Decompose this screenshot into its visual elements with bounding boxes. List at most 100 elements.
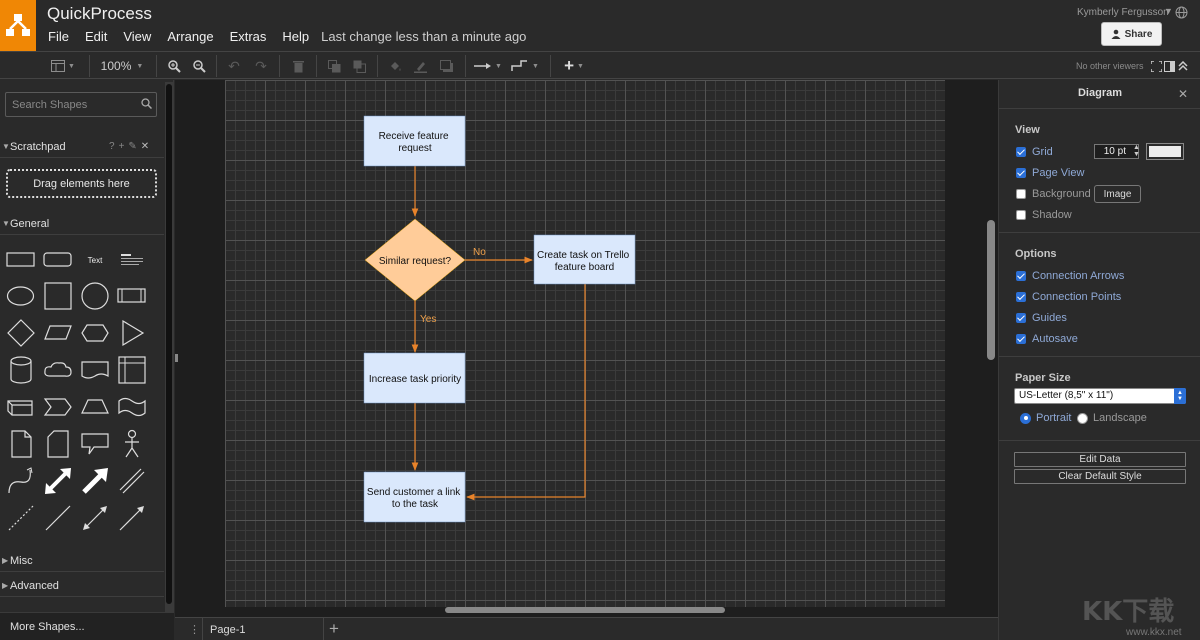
callout-shape[interactable] [78,429,112,459]
square-shape[interactable] [41,281,75,311]
menu-extras[interactable]: Extras [229,29,267,44]
card-shape[interactable] [41,429,75,459]
link-shape[interactable] [115,466,149,496]
sidebar-scroll-thumb[interactable] [166,84,172,604]
grid-size-input[interactable]: 10 pt [1094,144,1139,159]
misc-header[interactable]: ▶ Misc [0,550,164,572]
canvas-horizontal-scrollbar[interactable] [445,607,725,613]
text-shape[interactable]: Text [87,255,103,265]
globe-icon[interactable] [1175,6,1188,19]
autosave-checkbox[interactable]: Autosave [1016,333,1078,345]
menu-view[interactable]: View [123,29,152,44]
connection-icon[interactable]: ▼ [473,57,503,75]
last-change-status[interactable]: Last change less than a minute ago [321,29,527,44]
zoom-dropdown[interactable]: 100% ▼ [100,59,144,73]
scratchpad-drop-zone[interactable]: Drag elements here [6,169,157,198]
node-receive-feature-request[interactable]: Receive feature request [363,115,466,167]
zoom-out-icon[interactable] [191,57,207,75]
edge-label-no[interactable]: No [473,247,486,258]
help-icon[interactable]: ? [109,141,115,152]
menu-help[interactable]: Help [282,29,310,44]
background-checkbox[interactable]: Background [1016,188,1091,200]
fill-color-icon[interactable] [387,57,403,75]
search-shapes-input[interactable] [5,92,157,117]
document-shape[interactable] [78,355,112,385]
bidirectional-connector-shape[interactable] [78,503,112,533]
edge-label-yes[interactable]: Yes [420,314,436,325]
sidebar-scrollbar[interactable] [165,82,173,612]
close-icon[interactable]: ✕ [140,141,150,152]
connection-arrows-checkbox[interactable]: Connection Arrows [1016,270,1124,282]
textbox-shape[interactable] [115,245,149,275]
arrow-shape[interactable] [78,466,112,496]
menu-edit[interactable]: Edit [84,29,108,44]
tab-page-1[interactable]: Page-1 [202,618,324,640]
chevron-down-icon[interactable]: ▼ [1164,6,1173,16]
connection-points-checkbox[interactable]: Connection Points [1016,291,1121,303]
document-title[interactable]: QuickProcess [47,4,152,23]
diagram-canvas[interactable]: No Yes Receive feature request Similar r… [175,80,998,617]
cube-shape[interactable] [4,392,38,422]
waypoints-icon[interactable]: ▼ [510,57,540,75]
tape-shape[interactable] [115,392,149,422]
actor-shape[interactable] [115,429,149,459]
node-send-customer-link[interactable]: Send customer a link to the task [363,471,466,523]
process-shape[interactable] [115,281,149,311]
node-increase-task-priority[interactable]: Increase task priority [363,352,466,404]
cloud-shape[interactable] [41,355,75,385]
share-button[interactable]: Share [1101,22,1162,46]
directional-connector-shape[interactable] [115,503,149,533]
node-similar-request-decision[interactable]: Similar request? [364,218,466,302]
hexagon-shape[interactable] [78,318,112,348]
user-name[interactable]: Kymberly Fergusson [1077,7,1169,18]
grid-checkbox[interactable]: Grid [1016,146,1053,158]
rounded-rectangle-shape[interactable] [41,245,75,275]
step-shape[interactable] [41,392,75,422]
dashed-line-shape[interactable] [4,503,38,533]
circle-shape[interactable] [78,281,112,311]
guides-checkbox[interactable]: Guides [1016,312,1067,324]
background-image-button[interactable]: Image [1094,185,1141,203]
grid-size-stepper[interactable]: ▲▼ [1133,144,1140,158]
grid-color-picker[interactable] [1146,143,1184,160]
to-back-icon[interactable] [351,57,367,75]
menu-file[interactable]: File [48,29,69,44]
add-page-button[interactable]: + [329,619,339,638]
rectangle-shape[interactable] [4,245,38,275]
landscape-radio[interactable]: Landscape [1077,412,1147,424]
edge-n3-n5[interactable] [466,284,586,501]
zoom-in-icon[interactable] [166,57,182,75]
portrait-radio[interactable]: Portrait [1020,412,1071,424]
internal-storage-shape[interactable] [115,355,149,385]
insert-icon[interactable]: +▼ [564,56,584,75]
page-view-checkbox[interactable]: Page View [1016,167,1084,179]
shadow-icon[interactable] [438,57,454,75]
bidirectional-arrow-shape[interactable] [41,466,75,496]
line-color-icon[interactable] [412,57,428,75]
cylinder-shape[interactable] [4,355,38,385]
delete-icon[interactable] [290,57,306,75]
scratchpad-header[interactable]: ▼ Scratchpad [0,136,164,158]
clear-default-style-button[interactable]: Clear Default Style [1014,469,1186,484]
advanced-header[interactable]: ▶ Advanced [0,575,164,597]
general-header[interactable]: ▼ General [0,213,164,235]
shadow-checkbox[interactable]: Shadow [1016,209,1072,221]
ellipse-shape[interactable] [4,281,38,311]
collapse-icon[interactable] [1177,57,1189,75]
paper-size-select[interactable]: US-Letter (8,5" x 11") ▲▼ [1014,388,1186,404]
to-front-icon[interactable] [326,57,342,75]
fullscreen-icon[interactable] [1150,57,1162,75]
node-create-trello-task[interactable]: Create task on Trello feature board [533,234,636,285]
search-icon[interactable] [141,98,152,109]
page-menu-icon[interactable]: ⋮ [189,624,200,636]
format-toggle-icon[interactable] [1163,57,1175,75]
curve-shape[interactable] [4,466,38,496]
canvas-vertical-scrollbar[interactable] [987,220,995,360]
more-shapes-button[interactable]: More Shapes... [0,612,174,640]
edit-data-button[interactable]: Edit Data [1014,452,1186,467]
trapezoid-shape[interactable] [78,392,112,422]
sidebar-resize-handle[interactable] [175,354,178,362]
format-panel-icon[interactable]: ▼ [50,57,76,75]
line-shape[interactable] [41,503,75,533]
note-shape[interactable] [4,429,38,459]
